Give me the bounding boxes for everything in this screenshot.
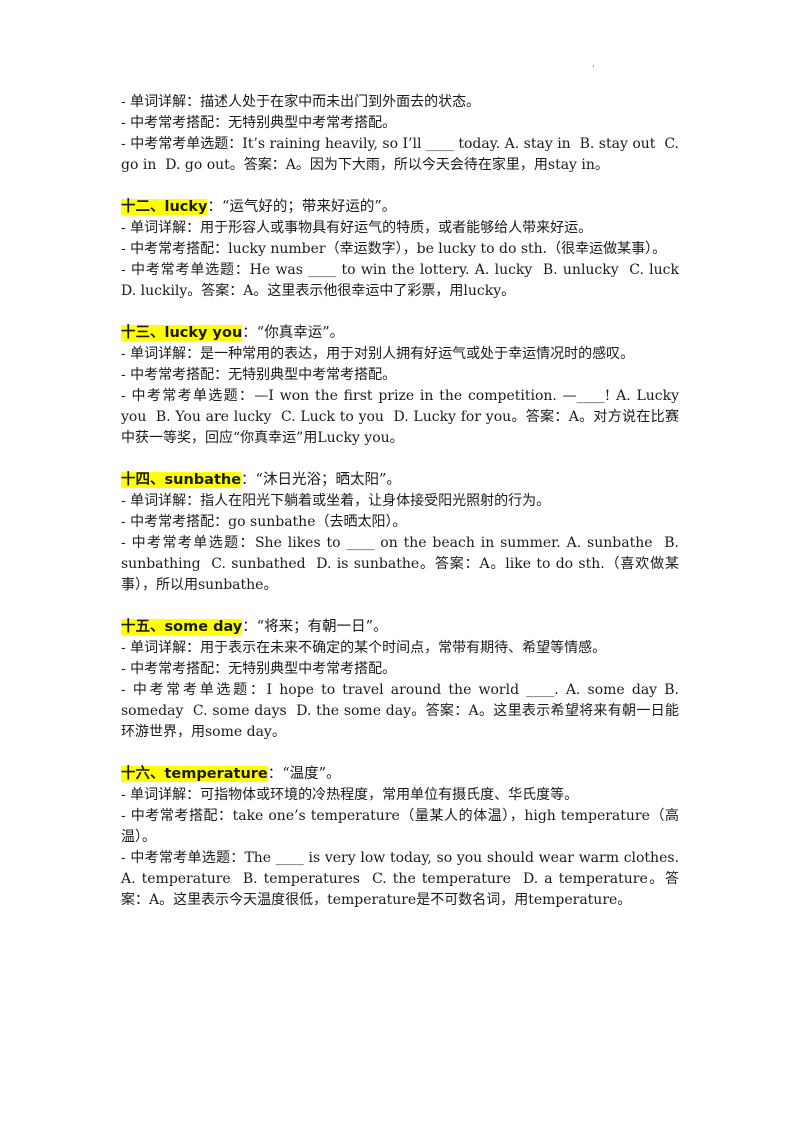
detail-line: - 单词详解：用于表示在未来不确定的某个时间点，常带有期待、希望等情感。	[121, 640, 607, 656]
section-sunbathe: 十四、sunbathe：“沐日光浴；晒太阳”。 - 单词详解：指人在阳光下躺着或…	[121, 470, 679, 596]
heading-word: 十三、lucky you	[121, 325, 243, 341]
detail-line: - 单词详解：是一种常用的表达，用于对别人拥有好运气或处于幸运情况时的感叹。	[121, 346, 635, 362]
detail-line: - 单词详解：指人在阳光下躺着或坐着，让身体接受阳光照射的行为。	[121, 493, 551, 509]
collocation-line: - 中考常考搭配：无特别典型中考常考搭配。	[121, 661, 397, 677]
heading-gloss: ：“运气好的；带来好运的”。	[207, 199, 397, 215]
question-line: - 中考常考单选题：I hope to travel around the wo…	[121, 682, 684, 740]
collocation-line: - 中考常考搭配：无特别典型中考常考搭配。	[121, 367, 397, 383]
collocation-line: - 中考常考搭配：go sunbathe（去晒太阳）。	[121, 514, 407, 530]
heading-gloss: ：“温度”。	[267, 766, 341, 782]
intro-line-collocation: - 中考常考搭配：无特别典型中考常考搭配。	[121, 115, 397, 131]
section-heading: 十三、lucky you：“你真幸运”。	[121, 323, 679, 344]
detail-line: - 单词详解：用于形容人或事物具有好运气的特质，或者能够给人带来好运。	[121, 220, 593, 236]
heading-gloss: ：“将来；有朝一日”。	[242, 619, 388, 635]
heading-word: 十六、temperature	[121, 766, 268, 782]
heading-word: 十二、lucky	[121, 199, 208, 215]
page-mark: ·	[592, 62, 595, 72]
collocation-line: - 中考常考搭配：take one’s temperature（量某人的体温），…	[121, 808, 679, 845]
heading-gloss: ：“你真幸运”。	[242, 325, 345, 341]
collocation-line: - 中考常考搭配：lucky number（幸运数字），be lucky to …	[121, 241, 667, 257]
intro-line-question: - 中考常考单选题：It’s raining heavily, so I’ll …	[121, 136, 684, 173]
section-lucky: 十二、lucky：“运气好的；带来好运的”。 - 单词详解：用于形容人或事物具有…	[121, 197, 679, 302]
heading-word: 十五、some day	[121, 619, 243, 635]
section-some-day: 十五、some day：“将来；有朝一日”。 - 单词详解：用于表示在未来不确定…	[121, 617, 679, 743]
section-heading: 十六、temperature：“温度”。	[121, 764, 679, 785]
section-heading: 十四、sunbathe：“沐日光浴；晒太阳”。	[121, 470, 679, 491]
section-heading: 十五、some day：“将来；有朝一日”。	[121, 617, 679, 638]
intro-section: - 单词详解：描述人处于在家中而未出门到外面去的状态。 - 中考常考搭配：无特别…	[121, 92, 679, 176]
question-line: - 中考常考单选题：He was ____ to win the lottery…	[121, 262, 688, 299]
detail-line: - 单词详解：可指物体或环境的冷热程度，常用单位有摄氏度、华氏度等。	[121, 787, 579, 803]
question-line: - 中考常考单选题：—I won the first prize in the …	[121, 388, 684, 446]
heading-gloss: ：“沐日光浴；晒太阳”。	[241, 472, 401, 488]
section-lucky-you: 十三、lucky you：“你真幸运”。 - 单词详解：是一种常用的表达，用于对…	[121, 323, 679, 449]
question-line: - 中考常考单选题：The ____ is very low today, so…	[121, 850, 684, 908]
section-temperature: 十六、temperature：“温度”。 - 单词详解：可指物体或环境的冷热程度…	[121, 764, 679, 911]
section-heading: 十二、lucky：“运气好的；带来好运的”。	[121, 197, 679, 218]
heading-word: 十四、sunbathe	[121, 472, 242, 488]
intro-line-detail: - 单词详解：描述人处于在家中而未出门到外面去的状态。	[121, 94, 481, 110]
document-page: - 单词详解：描述人处于在家中而未出门到外面去的状态。 - 中考常考搭配：无特别…	[121, 92, 679, 932]
question-line: - 中考常考单选题：She likes to ____ on the beach…	[121, 535, 684, 593]
